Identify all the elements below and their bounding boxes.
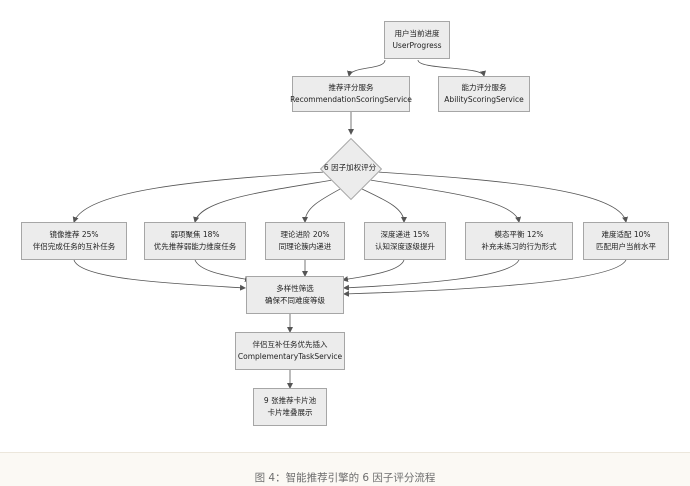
recommendation-service-subtitle: RecommendationScoringService — [290, 95, 412, 104]
factor-weakness-node: 弱项聚焦 18% 优先推荐弱能力维度任务 — [144, 222, 246, 260]
factor-modality-title: 模态平衡 12% — [494, 230, 544, 239]
diversity-filter-title: 多样性筛选 — [276, 284, 314, 293]
figure-caption: 图 4：智能推荐引擎的 6 因子评分流程 — [254, 472, 436, 484]
factor-difficulty-desc: 匹配用户当前水平 — [596, 242, 656, 251]
factor-theory-title: 理论进阶 20% — [280, 230, 330, 239]
edge-factor-5-to-diversity — [343, 259, 520, 291]
edge-scoring-to-factor-3 — [302, 187, 343, 223]
diversity-filter-node: 多样性筛选 确保不同难度等级 — [246, 276, 344, 314]
recommendation-service-title: 推荐评分服务 — [328, 83, 374, 92]
factor-theory-node: 理论进阶 20% 同理论簇内递进 — [265, 222, 345, 260]
factor-depth-desc: 认知深度逐级提升 — [375, 242, 435, 251]
edge-progress-to-ability — [417, 59, 486, 77]
factor-difficulty-title: 难度适配 10% — [601, 230, 651, 239]
factor-depth-title: 深度递进 15% — [380, 230, 430, 239]
flow-connectors — [72, 59, 629, 389]
factor-modality-node: 模态平衡 12% 补充未练习的行为形式 — [465, 222, 573, 260]
factor-mirror-title: 镜像推荐 25% — [49, 230, 99, 239]
edge-scoring-to-factor-6 — [376, 171, 629, 223]
factor-mirror-desc: 伴侣完成任务的互补任务 — [32, 242, 116, 251]
edge-scoring-to-factor-5 — [369, 179, 522, 223]
edge-progress-to-recommendation — [347, 59, 386, 77]
edge-factor-6-to-diversity — [343, 259, 627, 297]
complementary-task-title: 伴侣互补任务优先插入 — [252, 340, 328, 349]
edge-factor-4-to-diversity — [342, 259, 405, 283]
factor-weakness-title: 弱项聚焦 18% — [170, 230, 220, 239]
recommendation-service-node: 推荐评分服务 RecommendationScoringService — [290, 76, 412, 112]
user-progress-title: 用户当前进度 — [394, 29, 440, 38]
diversity-filter-desc: 确保不同难度等级 — [265, 296, 325, 305]
factor-mirror-node: 镜像推荐 25% 伴侣完成任务的互补任务 — [21, 222, 127, 260]
edge-factor-1-to-diversity — [73, 259, 246, 291]
user-progress-node: 用户当前进度 UserProgress — [384, 21, 450, 59]
card-pool-title: 9 张推荐卡片池 — [263, 396, 317, 405]
edge-scoring-to-factor-1 — [72, 171, 326, 223]
diagram-panel: 用户当前进度 UserProgress 推荐评分服务 Recommendatio… — [0, 0, 690, 453]
complementary-task-subtitle: ComplementaryTaskService — [237, 352, 343, 361]
edge-scoring-to-factor-2 — [193, 179, 334, 223]
factor-weakness-desc: 优先推荐弱能力维度任务 — [153, 242, 237, 251]
ability-service-title: 能力评分服务 — [461, 83, 507, 92]
card-pool-node: 9 张推荐卡片池 卡片堆叠展示 — [253, 388, 327, 426]
complementary-task-node: 伴侣互补任务优先插入 ComplementaryTaskService — [235, 332, 345, 370]
card-pool-desc: 卡片堆叠展示 — [267, 408, 313, 417]
factor-difficulty-node: 难度适配 10% 匹配用户当前水平 — [583, 222, 669, 260]
factor-theory-desc: 同理论簇内递进 — [278, 242, 332, 251]
edge-factor-2-to-diversity — [194, 259, 251, 283]
factor-depth-node: 深度递进 15% 认知深度逐级提升 — [364, 222, 446, 260]
edge-scoring-to-factor-4 — [359, 187, 407, 223]
factor-modality-desc: 补充未练习的行为形式 — [481, 242, 557, 251]
weighted-scoring-label: 6 因子加权评分 — [323, 163, 377, 172]
ability-service-subtitle: AbilityScoringService — [444, 95, 524, 104]
ability-service-node: 能力评分服务 AbilityScoringService — [438, 76, 530, 112]
user-progress-subtitle: UserProgress — [392, 41, 442, 50]
